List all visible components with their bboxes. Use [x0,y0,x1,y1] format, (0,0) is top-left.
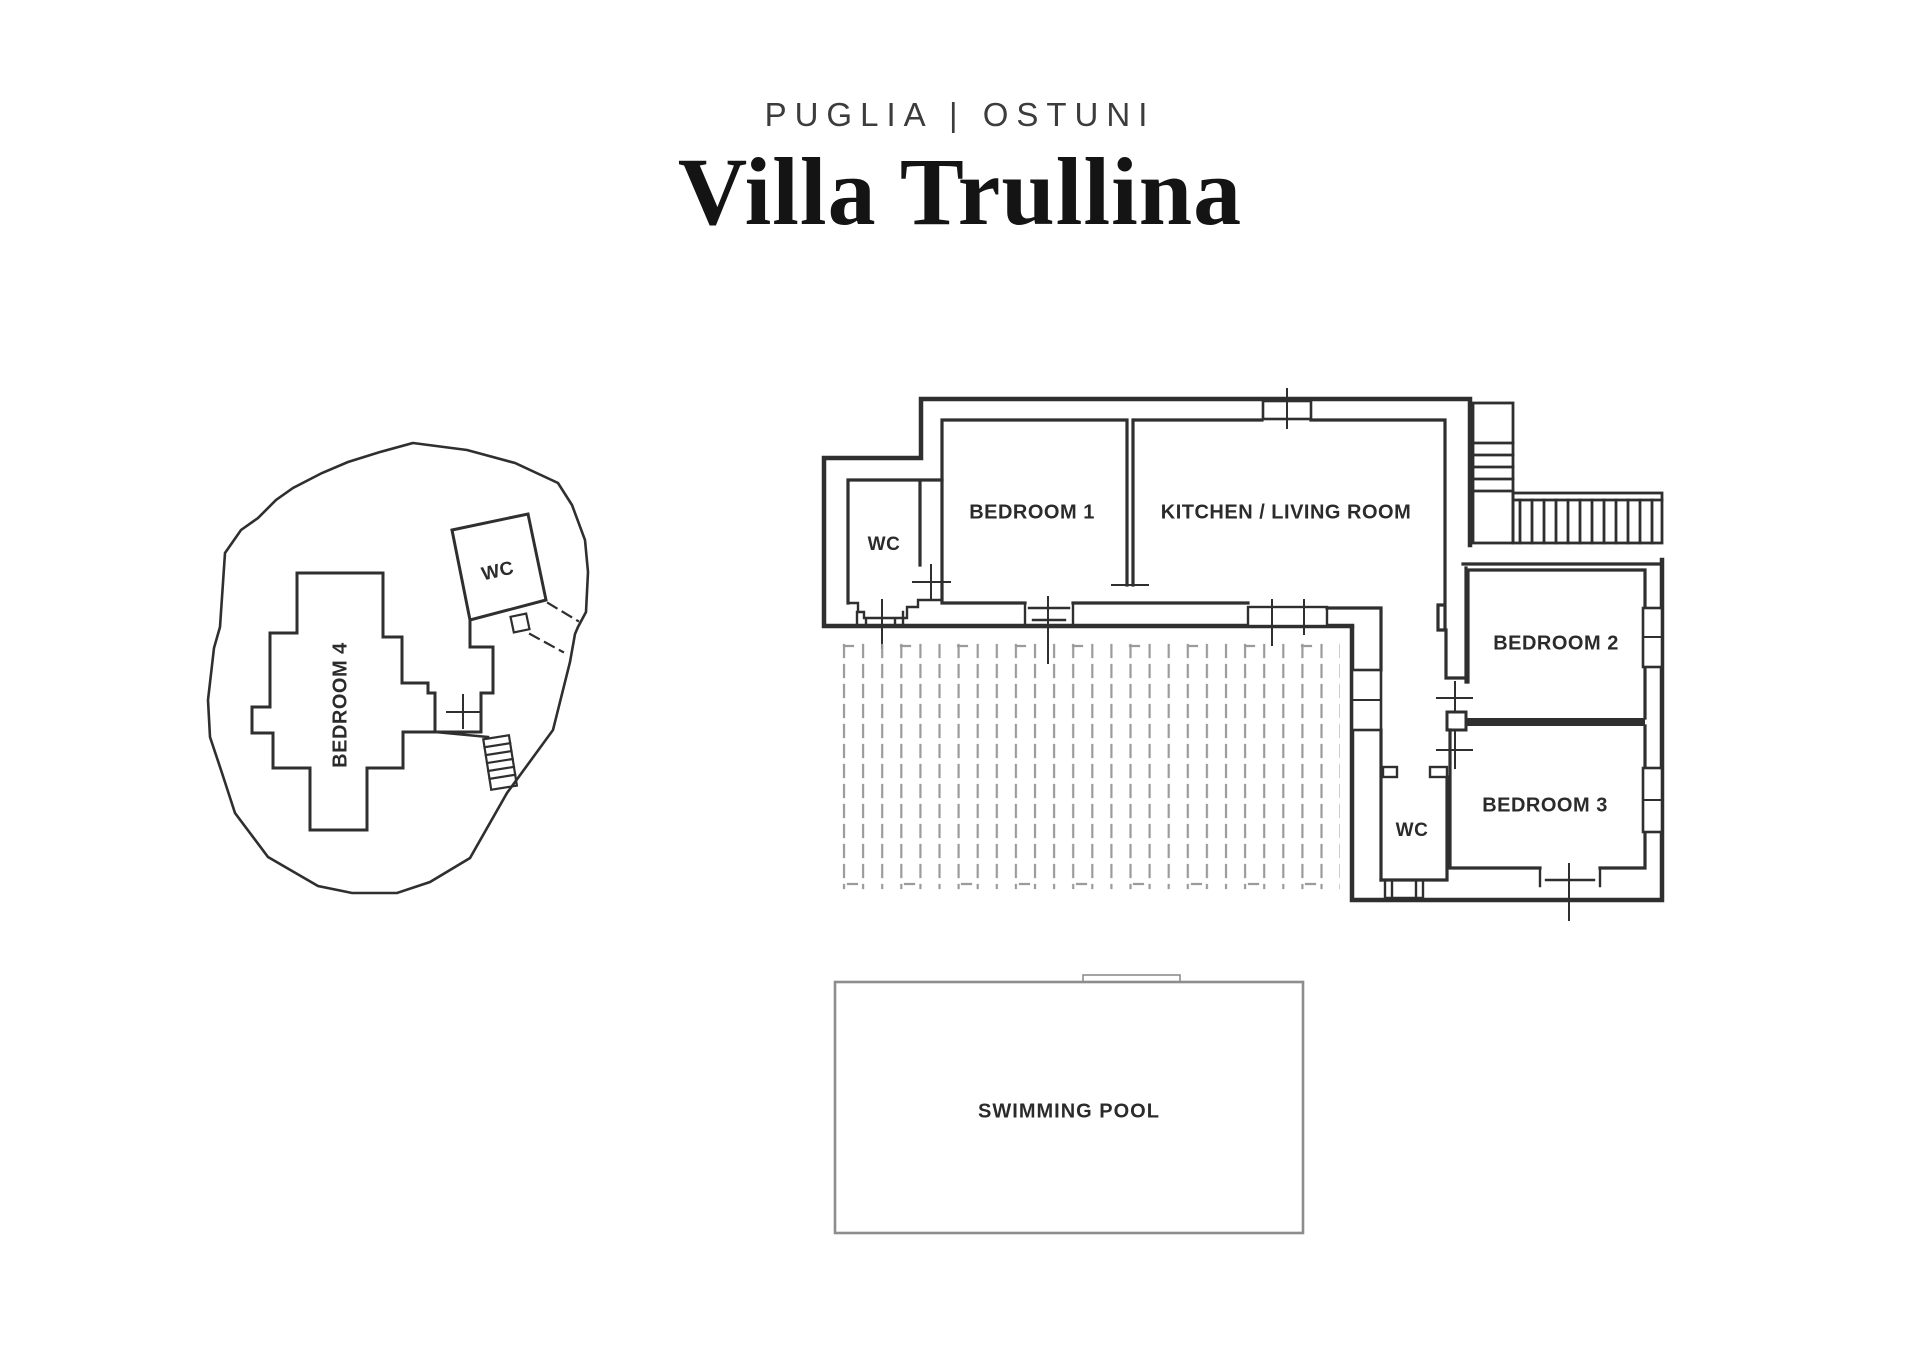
outer-wall-right-leg [1349,557,1665,903]
trullo-stairs-icon [481,734,519,791]
kitchen-ext-door-step [1246,605,1329,628]
main-building [821,388,1665,921]
bedroom1-label: BEDROOM 1 [969,501,1095,523]
bedroom1-walls [940,418,1250,605]
wc-bottom-label: WC [1396,820,1429,841]
bedroom3-window-icon [1641,766,1664,834]
bedroom2-label: BEDROOM 2 [1493,632,1619,654]
swimming-pool [833,974,1305,1235]
bedroom2-window-icon [1641,606,1664,669]
exterior-stairs-icon [1471,401,1664,545]
corridor-pillar [1445,710,1468,732]
wc-bottom-door-stub-left [1381,765,1399,779]
bedroom3-label: BEDROOM 3 [1482,794,1608,816]
location-subtitle: PUGLIA | OSTUNI [764,96,1156,133]
kitchen-walls [1133,418,1447,604]
pool-skimmer [1082,974,1181,983]
trullo-stairs-link-wall [433,730,490,739]
wc-top-label: WC [868,534,901,555]
corridor-window-icon [1350,668,1383,732]
trullo-bedroom4-label: BEDROOM 4 [329,642,351,768]
bedroom1-ext-door-step [1023,601,1075,628]
trullo-bedroom4-room [250,571,437,832]
header: PUGLIA | OSTUNI Villa Trullina [0,0,1920,240]
trullo-wc-ledge [509,612,531,634]
pool-outline [833,980,1305,1235]
corridor-door-icons [1436,681,1473,769]
page-title: Villa Trullina [677,138,1243,245]
pergola-area [842,643,1340,890]
trullo-dashed-opening [528,601,580,654]
kitchen-label: KITCHEN / LIVING ROOM [1161,501,1412,523]
trullo-wc-label: WC [480,558,517,586]
wc-bottom-step [1383,878,1425,900]
trullo-outline [206,441,590,895]
trullo-wc-room [450,512,548,622]
bedroom2-walls [1461,562,1664,720]
kitchen-ext-door-icon [1271,599,1305,646]
wc-annex-walls [846,478,944,605]
wc-channel-door-icon [912,564,951,601]
pool-label: SWIMMING POOL [978,1100,1160,1122]
trullo-vestibule-walls [433,618,495,734]
wc-annex-steps [846,598,944,628]
corridor-walls [1325,566,1468,882]
wc-bottom-door-stub-right [1428,765,1449,779]
pergola-dashes [842,643,1340,890]
bedroom2-bottom-wall [1466,718,1645,726]
trullo-building [206,441,590,895]
trullo-door-icon [446,694,482,729]
